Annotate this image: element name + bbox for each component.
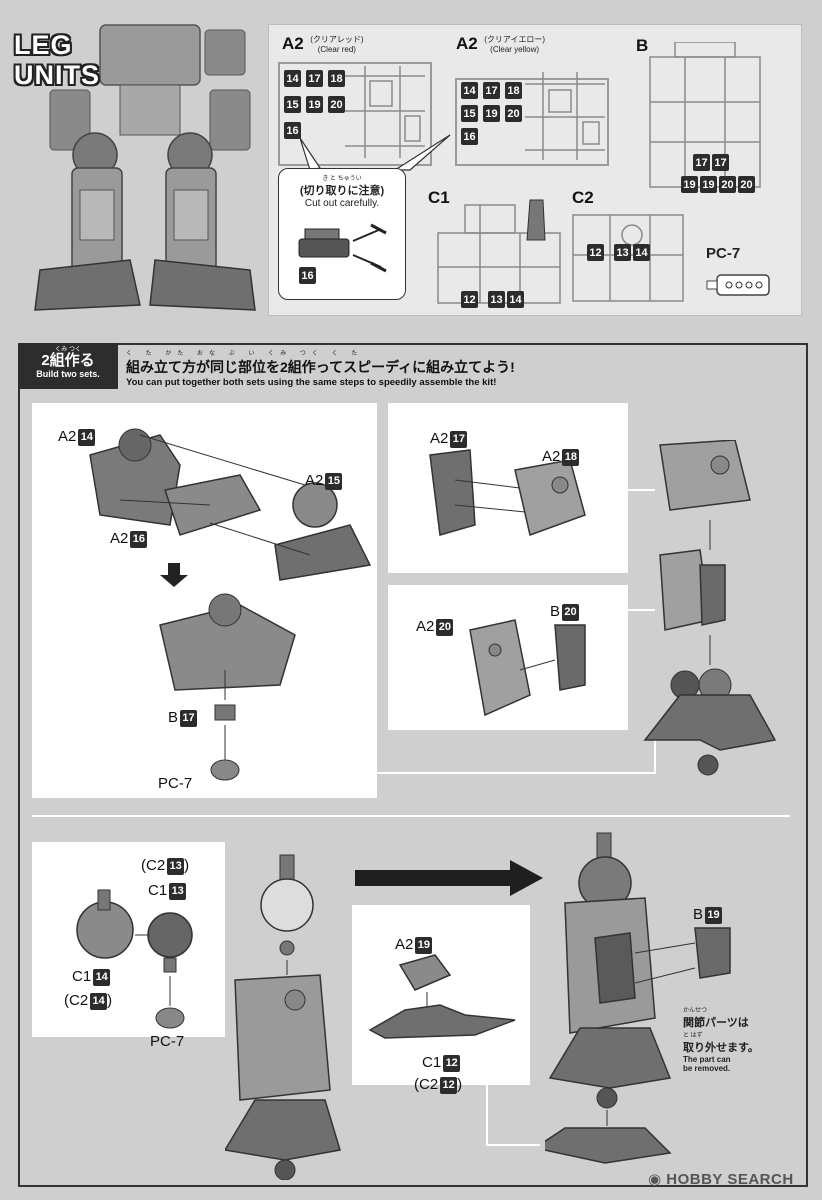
runner-b	[649, 42, 761, 188]
page-title: LEG UNITS	[14, 30, 164, 100]
runner-c2-numbers: 12 13 14	[587, 244, 650, 261]
runner-b-numbers-row1: 17 17	[693, 154, 729, 171]
build-two-sets-badge: くみ つく 2組作る Build two sets.	[18, 343, 118, 389]
runner-a2-yellow-numbers: 14 17 18 15 19 20 16	[461, 82, 527, 145]
runner-c1-numbers: 12 13 14	[461, 291, 524, 308]
leg-units-illustration	[30, 20, 260, 311]
section-divider	[32, 815, 790, 817]
build-instruction: く た かた おな ぶ い くみ つく く た 組み立て方が同じ部位を2組作って…	[126, 351, 515, 388]
foot-connector-line	[486, 1085, 540, 1146]
step-2-panel	[388, 403, 628, 573]
final-lower-leg	[545, 832, 731, 1164]
runner-c1-label: C1	[428, 188, 450, 207]
step-4-drawing	[76, 889, 193, 1029]
title-line-2: UNITS	[14, 60, 100, 90]
cut-out-part-drawing	[298, 223, 387, 273]
step-5-panel	[352, 905, 530, 1085]
runner-b-label: B	[636, 36, 649, 55]
runner-a2-yellow-frame	[525, 72, 605, 160]
runner-a2-yellow-label: A2 (クリアイエロー) (Clear yellow)	[456, 34, 546, 54]
runner-a2-red-numbers: 14 17 18 15 19 20 16	[284, 70, 350, 139]
runner-b-numbers-row2: 19 19 20 20	[681, 176, 755, 193]
step-2-drawing	[429, 449, 586, 536]
runner-pc7-label: PC-7	[706, 245, 741, 262]
step-3-drawing	[469, 619, 586, 717]
watermark-logo-icon: ◉	[648, 1171, 662, 1188]
next-step-arrow	[355, 860, 543, 896]
assembled-lower-leg	[643, 440, 777, 776]
runner-a2-red-frame	[345, 66, 425, 158]
title-line-1: LEG	[14, 30, 73, 60]
runner-pc7	[706, 274, 770, 296]
runner-c1	[437, 199, 561, 304]
step-1-panel	[32, 403, 377, 798]
step-1-drawing	[89, 428, 372, 781]
runner-a2-red	[278, 62, 432, 166]
runner-a2-yellow	[455, 78, 609, 166]
lower-leg-with-knee	[225, 854, 341, 1180]
runner-c2-label: C2	[572, 188, 594, 207]
cut-out-callout: き と ちゅうい (切り取りに注意) Cut out carefully. 16	[278, 168, 406, 300]
joint-removable-note: かんせつ 関節パーツは と はず 取り外せます。 The part can be…	[683, 1008, 759, 1073]
runner-a2-red-label: A2 (クリアレッド) (Clear red)	[282, 34, 364, 54]
label-b-20: A2B20	[550, 603, 580, 621]
watermark: ◉ HOBBY SEARCH	[648, 1171, 794, 1188]
label-pc7-step4: PC-7	[150, 1033, 185, 1050]
step-5-drawing	[368, 954, 516, 1039]
label-pc7-step1: PC-7	[158, 775, 193, 792]
